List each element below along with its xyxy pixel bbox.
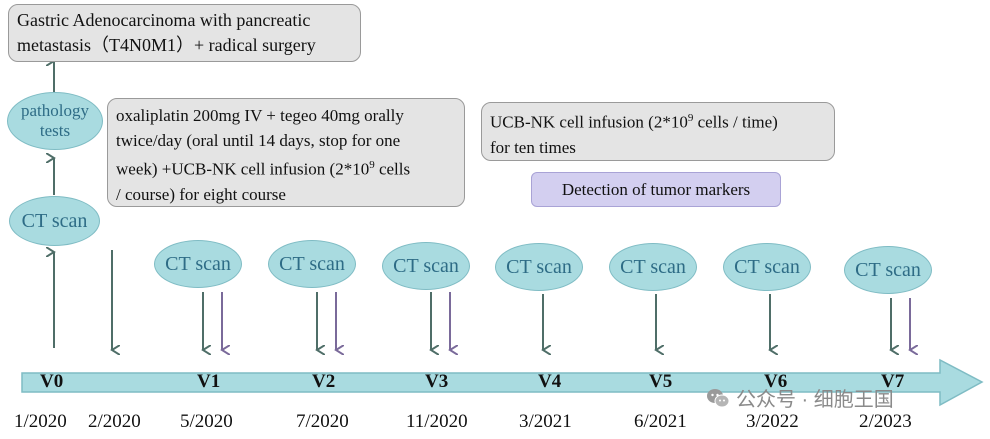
diagnosis-box: Gastric Adenocarcinoma with pancreatic m… [8, 4, 361, 62]
ct-scan-oval-v6: CT scan [723, 243, 811, 291]
visit-label-v2: V2 [312, 371, 336, 392]
visit-label-v1: V1 [197, 371, 221, 392]
chemo-line-4: / course) for eight course [116, 184, 286, 204]
visit-label-v6: V6 [764, 371, 788, 392]
watermark: 公众号 · 细胞王国 [706, 383, 894, 412]
visit-label-v0: V0 [40, 371, 64, 392]
ucb-line-1: UCB-NK cell infusion (2*109 cells / time… [490, 112, 778, 132]
ucb-line-2: for ten times [490, 137, 576, 157]
pathology-line-2: tests [39, 121, 71, 140]
diagnosis-line-2: metastasis（T4N0M1）+ radical surgery [17, 35, 316, 55]
ucb-nk-infusion-box: UCB-NK cell infusion (2*109 cells / time… [481, 102, 835, 161]
chemotherapy-box: oxaliplatin 200mg IV + tegeo 40mg orally… [107, 98, 465, 207]
date-label: 1/2020 [14, 411, 67, 432]
ct-scan-oval-v2: CT scan [268, 240, 356, 288]
watermark-text: 公众号 · 细胞王国 [736, 389, 894, 411]
date-label: 5/2020 [180, 411, 233, 432]
tumor-markers-box: Detection of tumor markers [531, 172, 781, 207]
date-label: 7/2020 [296, 411, 349, 432]
visit-label-v4: V4 [538, 371, 562, 392]
date-label: 2/2023 [859, 411, 912, 432]
date-label: 6/2021 [634, 411, 687, 432]
timeline-arrow [21, 358, 984, 407]
wechat-icon [706, 387, 730, 409]
pathology-tests-oval: pathology tests [7, 92, 103, 150]
date-label: 2/2020 [88, 411, 141, 432]
visit-label-v3: V3 [425, 371, 449, 392]
diagnosis-line-1: Gastric Adenocarcinoma with pancreatic [17, 10, 311, 30]
ct-scan-oval-v3: CT scan [382, 242, 470, 290]
pathology-line-1: pathology [21, 101, 89, 120]
ct-scan-oval-v1: CT scan [154, 240, 242, 288]
date-label: 11/2020 [406, 411, 468, 432]
chemo-line-2: twice/day (oral until 14 days, stop for … [116, 131, 401, 150]
chemo-line-1: oxaliplatin 200mg IV + tegeo 40mg orally [116, 106, 404, 125]
ct-scan-oval-v4: CT scan [495, 243, 583, 291]
ct-scan-oval-v5: CT scan [609, 243, 697, 291]
date-label: 3/2021 [519, 411, 572, 432]
chemo-line-3: week) +UCB-NK cell infusion (2*109 cells [116, 159, 411, 179]
ct-scan-oval-v0: CT scan [9, 196, 100, 246]
visit-label-v5: V5 [649, 371, 673, 392]
visit-label-v7: V7 [881, 371, 905, 392]
date-label: 3/2022 [746, 411, 799, 432]
ct-scan-oval-v7: CT scan [844, 246, 932, 294]
tumor-markers-label: Detection of tumor markers [561, 179, 751, 199]
